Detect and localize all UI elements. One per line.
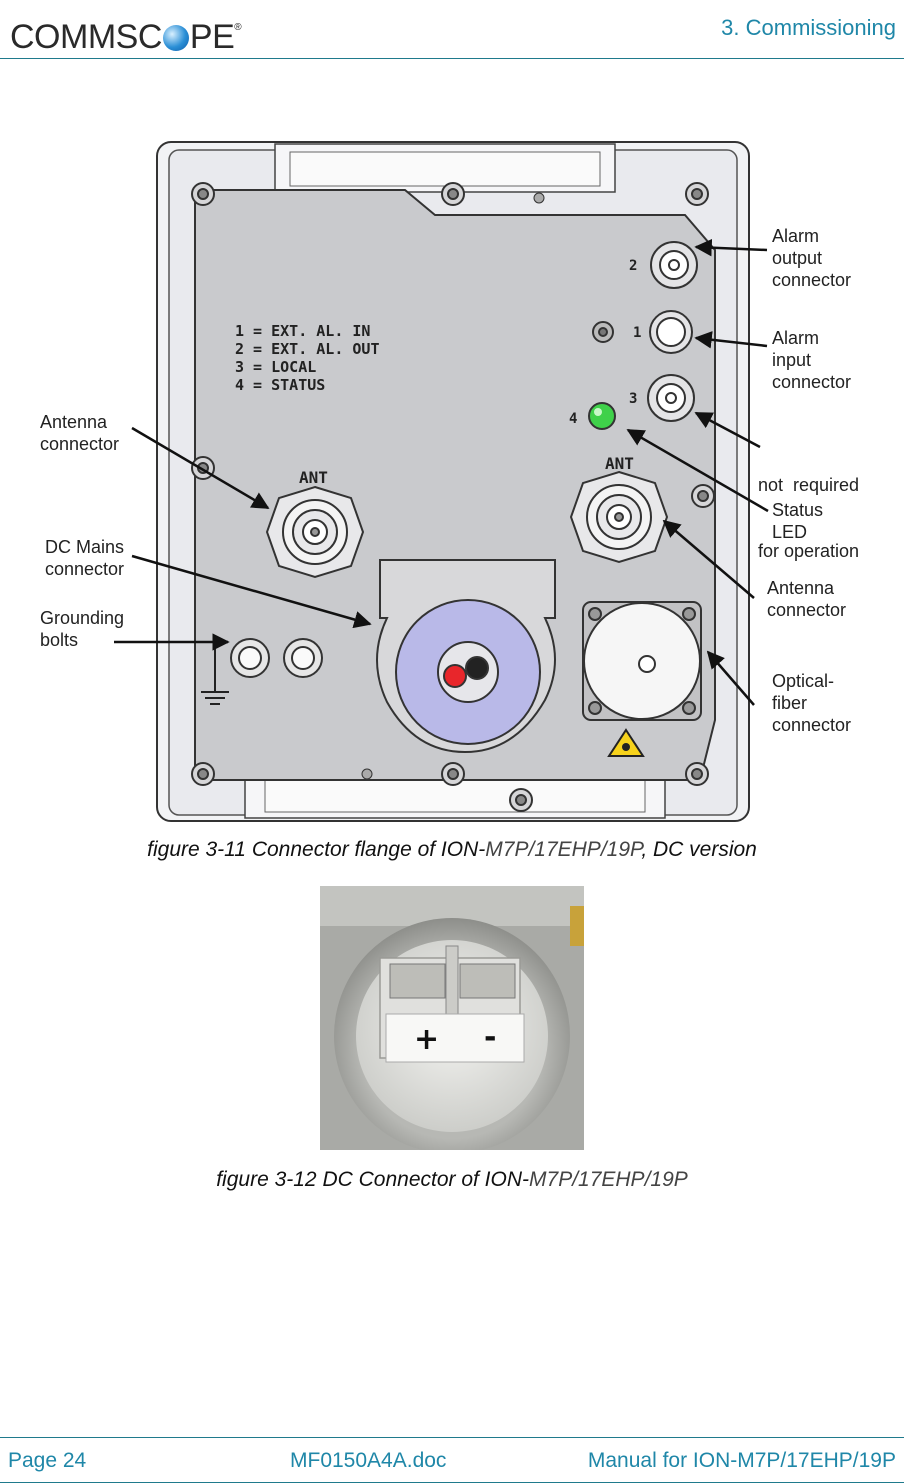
label-alarm-output-line3: connector (772, 270, 852, 290)
label-alarm-input: Alarm input connector (772, 327, 851, 393)
label-dc-mains: DC Mains connector (45, 536, 124, 580)
panel-legend-4: 4 = STATUS (235, 376, 325, 394)
label-not-required: not required for operation (758, 430, 859, 584)
label-antenna-right-line1: Antenna (767, 578, 835, 598)
label-status-led: Status LED (772, 499, 823, 543)
alarm-connectors (592, 241, 698, 422)
label-alarm-input-line2: input (772, 350, 812, 370)
footer-page-number: Page 24 (8, 1449, 87, 1472)
label-alarm-input-line1: Alarm (772, 328, 820, 348)
panel-legend-3: 3 = LOCAL (235, 358, 316, 376)
label-alarm-output: Alarm output connector (772, 225, 851, 291)
footer-manual-title: Manual for ION-M7P/17EHP/19P (587, 1449, 896, 1472)
label-grounding: Grounding bolts (40, 607, 124, 651)
minus-terminal-label: - (484, 1020, 496, 1055)
logo-text-end: PE (189, 18, 235, 56)
figure1-caption-suffix: , DC version (641, 838, 757, 861)
label-antenna-left: Antenna connector (40, 411, 119, 455)
label-optical-fiber-line2: fiber (772, 693, 808, 713)
dc-connector-photo: + - (320, 886, 584, 1150)
plus-terminal-label: + (414, 1022, 439, 1057)
port-number-4: 4 (569, 411, 577, 427)
logo-registered-mark: ® (234, 22, 242, 33)
label-alarm-output-line1: Alarm (772, 226, 820, 246)
laser-warning-icon (607, 728, 645, 757)
figure1-caption: figure 3-11 Connector flange of ION-M7P/… (0, 838, 904, 862)
label-status-led-line2: LED (772, 522, 808, 542)
label-optical-fiber: Optical- fiber connector (772, 670, 851, 736)
footer-doc-name: MF0150A4A.doc (290, 1449, 447, 1472)
figure2-caption: figure 3-12 DC Connector of ION-M7P/17EH… (0, 1168, 904, 1192)
page-header: COMMSC PE® 3. Commissioning (0, 0, 904, 59)
label-antenna-left-line2: connector (40, 434, 120, 454)
page-footer: Page 24 MF0150A4A.doc Manual for ION-M7P… (0, 1437, 904, 1483)
label-dc-mains-line2: connector (45, 559, 125, 579)
chapter-title: 3. Commissioning (721, 15, 896, 40)
port-number-2: 2 (629, 258, 637, 274)
ant-right-label: ANT (605, 454, 634, 473)
label-alarm-output-line2: output (772, 248, 823, 268)
label-not-required-line2: for operation (758, 541, 860, 561)
label-status-led-line1: Status (772, 500, 824, 520)
figure2-caption-prefix: figure 3-12 DC Connector of ION- (216, 1168, 530, 1191)
panel-legend-1: 1 = EXT. AL. IN (235, 322, 370, 340)
label-dc-mains-line1: DC Mains (45, 537, 125, 557)
label-grounding-line2: bolts (40, 630, 79, 650)
connector-flange-drawing: 1 = EXT. AL. IN 2 = EXT. AL. OUT 3 = LOC… (156, 141, 750, 822)
figure1-caption-prefix: figure 3-11 Connector flange of ION- (147, 838, 486, 861)
grounding-bolts (230, 638, 323, 678)
label-antenna-right-line2: connector (767, 600, 847, 620)
ground-symbol-icon (201, 645, 229, 705)
label-alarm-input-line3: connector (772, 372, 852, 392)
dc-mains-connector (376, 559, 556, 754)
logo-globe-icon (162, 25, 189, 51)
label-optical-fiber-line1: Optical- (772, 671, 835, 691)
label-antenna-left-line1: Antenna (40, 412, 108, 432)
optical-fiber-connector (582, 601, 702, 721)
label-optical-fiber-line3: connector (772, 715, 852, 735)
label-grounding-line1: Grounding (40, 608, 125, 628)
figure1-caption-model: M7P/17EHP/19P (485, 838, 642, 861)
port-number-1: 1 (633, 325, 641, 341)
status-led (588, 402, 616, 430)
logo-text: COMMSC (10, 18, 162, 56)
commscope-logo: COMMSC PE® (10, 8, 242, 57)
label-antenna-right: Antenna connector (767, 577, 846, 621)
figure2-caption-model: M7P/17EHP/19P (529, 1168, 688, 1191)
ant-left-label: ANT (299, 468, 328, 487)
port-number-3: 3 (629, 391, 637, 407)
panel-legend-2: 2 = EXT. AL. OUT (235, 340, 380, 358)
label-not-required-line1: not required (758, 475, 860, 495)
